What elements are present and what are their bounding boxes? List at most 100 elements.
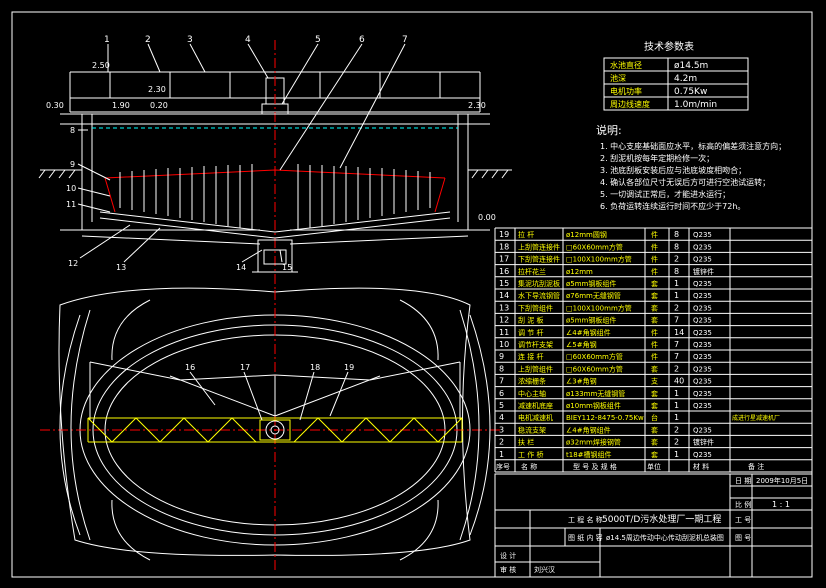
bom-cell-material: Q235 — [693, 280, 712, 288]
bom-cell-qty: 2 — [674, 303, 679, 312]
bom-cell-qty: 7 — [674, 352, 679, 361]
bom-header-unit: 单位 — [647, 462, 661, 471]
svg-text:0.00: 0.00 — [478, 213, 496, 222]
bom-cell-qty: 2 — [674, 255, 679, 264]
bom-cell-qty: 2 — [674, 425, 679, 434]
balloon-19: 19 — [329, 363, 354, 417]
svg-text:图 号: 图 号 — [735, 534, 751, 542]
svg-text:电机功率: 电机功率 — [610, 86, 642, 96]
elevation-balloons: 1 2 3 4 5 6 7 8 9 10 11 12 13 14 15 — [66, 35, 408, 272]
bom-cell-qty: 1 — [674, 413, 679, 422]
bom-cell-name: 上刮管组件 — [518, 364, 553, 373]
svg-text:日 期: 日 期 — [735, 477, 751, 485]
bom-cell-name: 水下导流钢管 — [518, 291, 560, 300]
svg-text:ø14.5周边传动中心传动刮泥机总装图: ø14.5周边传动中心传动刮泥机总装图 — [606, 533, 724, 542]
svg-text:水池直径: 水池直径 — [610, 60, 642, 70]
bom-cell-unit: 套 — [651, 389, 658, 398]
svg-text:图 纸 内 容: 图 纸 内 容 — [568, 533, 603, 542]
svg-text:19: 19 — [344, 363, 354, 372]
bom-cell-unit: 件 — [651, 352, 658, 361]
svg-text:比 例: 比 例 — [735, 500, 751, 509]
svg-text:18: 18 — [310, 363, 320, 372]
bom-cell-unit: 件 — [651, 340, 658, 349]
bom-cell-spec: ø5mm钢板组件 — [566, 316, 616, 325]
bom-cell-qty: 8 — [674, 230, 679, 239]
balloon-3: 3 — [187, 35, 206, 73]
bom-cell-spec: ø12mm — [566, 268, 593, 276]
bom-cell-no: 11 — [499, 328, 509, 337]
svg-text:3: 3 — [187, 35, 193, 45]
svg-text:12: 12 — [68, 259, 78, 268]
balloon-11: 11 — [66, 200, 111, 213]
balloon-2: 2 — [145, 35, 161, 73]
svg-text:刘兴汉: 刘兴汉 — [534, 565, 555, 574]
bom-header-material: 材 料 — [693, 462, 709, 471]
svg-text:2: 2 — [145, 35, 151, 45]
bom-cell-spec: t18#槽钢组件 — [566, 450, 612, 459]
bom-cell-name: 扶 栏 — [518, 438, 534, 447]
bom-cell-spec: ∠3#角钢 — [566, 377, 597, 386]
svg-text:17: 17 — [240, 363, 250, 372]
bom-cell-spec: ø5mm钢板组件 — [566, 279, 616, 288]
svg-text:1.90: 1.90 — [112, 101, 130, 110]
svg-text:5000T/D污水处理厂一期工程: 5000T/D污水处理厂一期工程 — [602, 513, 721, 525]
bom-cell-name: 上刮管连接件 — [518, 242, 560, 251]
bom-cell-no: 18 — [499, 242, 509, 251]
bom-cell-spec: ∠5#角钢 — [566, 340, 597, 349]
note-1: 1. 中心支座基础面应水平，标高的偏差须注意方向； — [600, 141, 786, 151]
bom-cell-no: 13 — [499, 303, 509, 312]
bom-cell-unit: 套 — [651, 401, 658, 410]
bom-cell-material: Q235 — [693, 451, 712, 459]
svg-text:周边线速度: 周边线速度 — [610, 99, 650, 109]
svg-text:0.20: 0.20 — [150, 101, 168, 110]
bom-cell-no: 12 — [499, 316, 509, 325]
bom-cell-name: 拉 杆 — [518, 230, 534, 239]
bom-cell-qty: 40 — [674, 377, 684, 386]
bom-cell-name: 刮 泥 板 — [518, 316, 543, 325]
balloon-13: 13 — [116, 227, 161, 272]
note-6: 6. 负荷运转连续运行时间不应少于72h。 — [600, 201, 745, 211]
svg-text:15: 15 — [282, 263, 292, 272]
svg-text:16: 16 — [185, 363, 195, 372]
balloon-18: 18 — [299, 363, 320, 421]
bom-cell-qty: 1 — [674, 389, 679, 398]
svg-text:2.30: 2.30 — [468, 101, 486, 110]
bom-cell-material: Q235 — [693, 341, 712, 349]
elevation-dimensions: 2.50 2.30 1.90 0.20 0.30 2.30 0.00 — [46, 61, 496, 222]
bom-cell-qty: 1 — [674, 401, 679, 410]
bom-cell-no: 17 — [499, 255, 509, 264]
bom-cell-no: 7 — [499, 377, 504, 386]
bom-cell-name: 调 节 杆 — [518, 328, 543, 337]
bom-cell-qty: 1 — [674, 291, 679, 300]
svg-text:13: 13 — [116, 263, 126, 272]
bom-cell-material: Q235 — [693, 231, 712, 239]
svg-text:2.30: 2.30 — [148, 85, 166, 94]
svg-text:ø14.5m: ø14.5m — [674, 61, 708, 71]
balloon-1: 1 — [104, 35, 110, 72]
bom-cell-no: 15 — [499, 279, 509, 288]
bom-cell-no: 14 — [499, 291, 509, 300]
bom-cell-name: 工 作 桥 — [518, 450, 543, 459]
bom-cell-spec: □60X60mm方管 — [566, 242, 623, 251]
svg-text:10: 10 — [66, 184, 76, 193]
bom-cell-material: Q235 — [693, 329, 712, 337]
bom-cell-spec: ∠4#角钢组件 — [566, 425, 611, 434]
balloon-10: 10 — [66, 184, 111, 197]
bom-header-name: 名 称 — [521, 462, 537, 471]
svg-text:1 : 1: 1 : 1 — [772, 500, 790, 509]
bom-cell-unit: 件 — [651, 255, 658, 264]
bom-cell-qty: 7 — [674, 316, 679, 325]
bom-cell-qty: 8 — [674, 267, 679, 276]
bom-cell-note: 成进行星减速机厂 — [732, 414, 780, 422]
svg-text:2009年10月5日: 2009年10月5日 — [756, 476, 808, 485]
bom-cell-material: Q235 — [693, 304, 712, 312]
bom-cell-no: 8 — [499, 364, 504, 373]
svg-text:0.75Kw: 0.75Kw — [674, 87, 707, 97]
bom-cell-no: 9 — [499, 352, 504, 361]
bom-cell-unit: 台 — [651, 413, 658, 422]
balloon-7: 7 — [339, 35, 408, 169]
bom-cell-spec: ø32mm焊接钢管 — [566, 438, 621, 447]
note-3: 3. 池底刮板安装后应与池底坡度相吻合； — [600, 165, 746, 175]
bom-cell-unit: 件 — [651, 230, 658, 239]
